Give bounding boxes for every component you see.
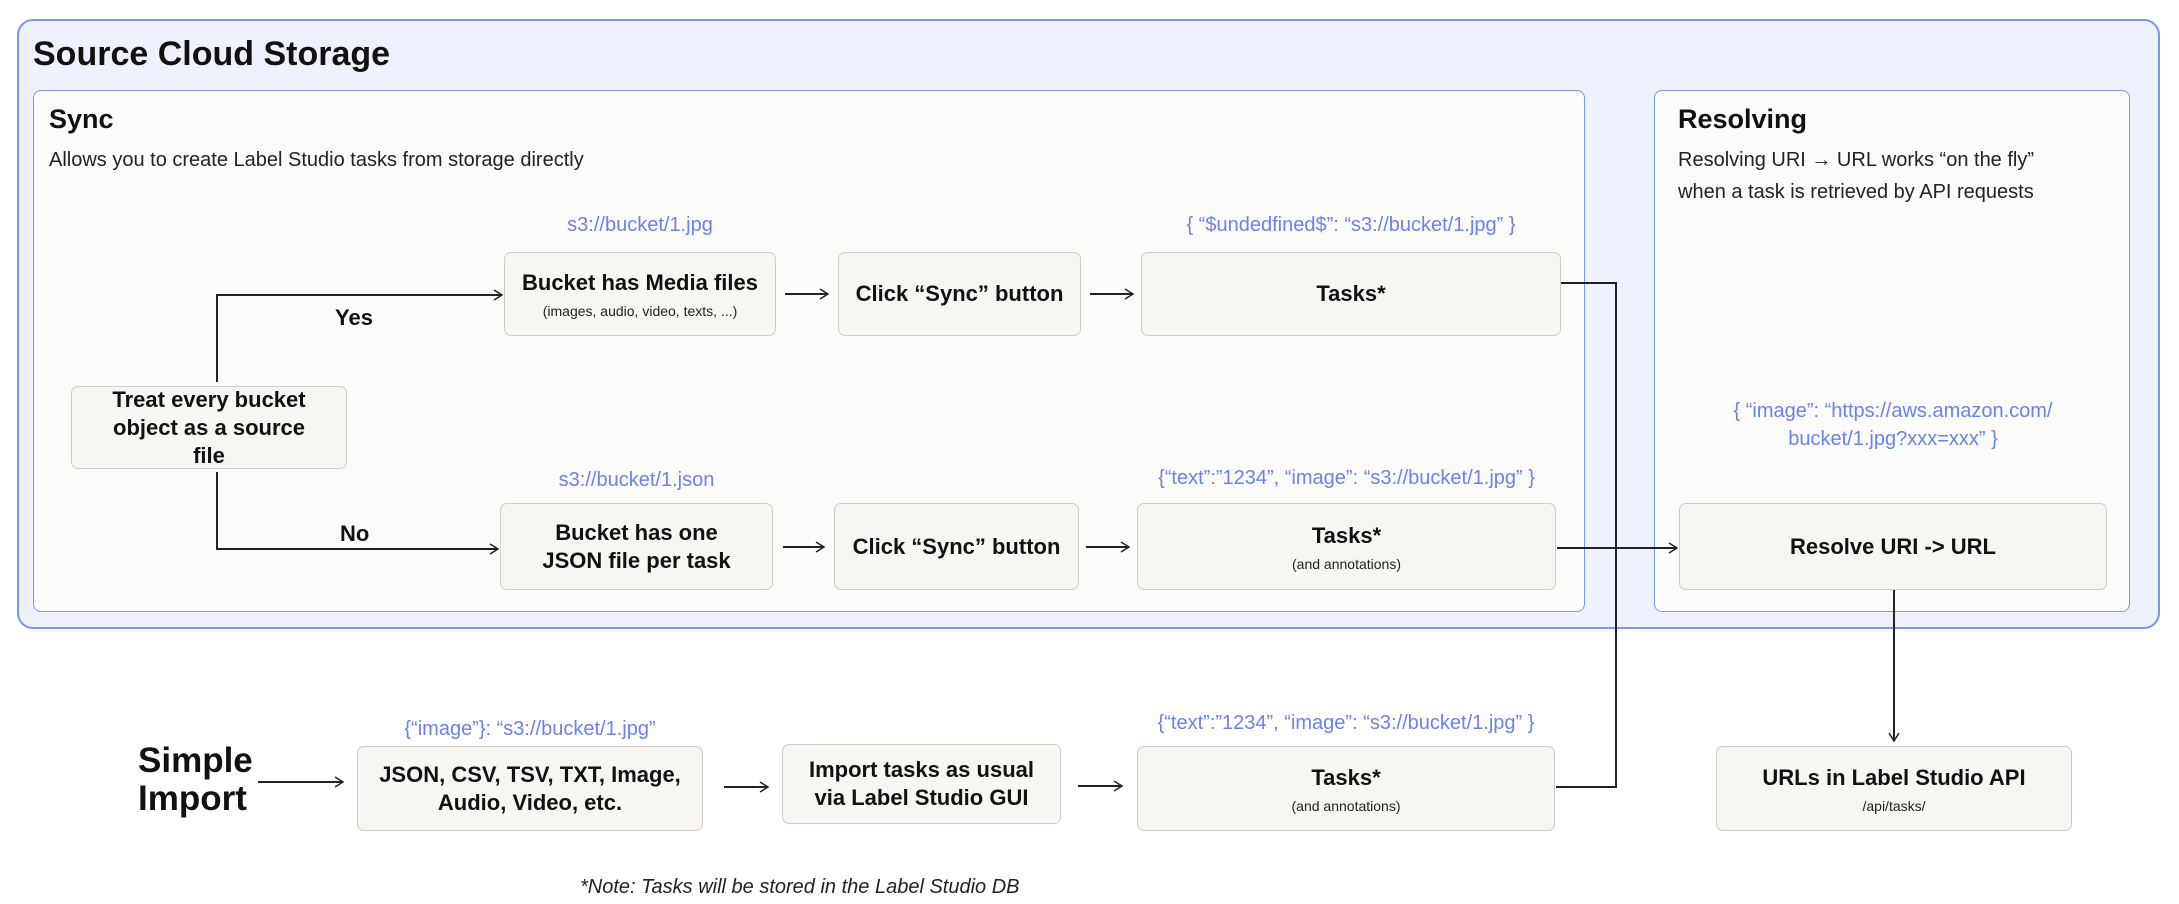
- source-cloud-storage-title: Source Cloud Storage: [33, 35, 391, 73]
- tasks-to-import-connector: [1556, 282, 1617, 788]
- tasks-sub: (and annotations): [1292, 555, 1401, 572]
- decision-box: Treat every bucket object as a source fi…: [71, 386, 347, 469]
- resolve-text: Resolve URI -> URL: [1790, 533, 1996, 559]
- tasks-sub: (and annotations): [1291, 797, 1401, 814]
- formats-text: JSON, CSV, TSV, TXT, Image, Audio, Video…: [379, 761, 681, 815]
- yes-label: Yes: [335, 305, 373, 330]
- resolving-line2: when a task is retrieved by API requests: [1678, 181, 2034, 203]
- import-text: Import tasks as usual via Label Studio G…: [809, 757, 1034, 810]
- api-title: URLs in Label Studio API: [1762, 764, 2026, 790]
- tasks-title: Tasks*: [1311, 764, 1381, 790]
- no-connector: [216, 472, 498, 549]
- tasks-box-3: Tasks* (and annotations): [1137, 746, 1555, 831]
- yes-tasks-json: { “$undedfined$”: “s3://bucket/1.jpg” }: [1186, 214, 1516, 236]
- sync-button-text: Click “Sync” button: [852, 533, 1061, 559]
- storage-note: *Note: Tasks will be stored in the Label…: [580, 876, 1020, 898]
- resolving-line1: Resolving URI → URL works “on the fly”: [1678, 149, 2035, 171]
- formats-json: {“image”}: “s3://bucket/1.jpg”: [404, 718, 656, 740]
- api-box: URLs in Label Studio API /api/tasks/: [1716, 746, 2072, 831]
- simple-import-title: Simple Import: [138, 742, 253, 818]
- tasks-box-1: Tasks*: [1141, 252, 1561, 336]
- bucket-json-title: Bucket has one JSON file per task: [542, 519, 731, 573]
- tasks-box-2: Tasks* (and annotations): [1137, 503, 1556, 590]
- resolved-json-line1: { “image”: “https://aws.amazon.com/: [1733, 400, 2053, 422]
- bucket-media-sub: (images, audio, video, texts, ...): [542, 303, 738, 319]
- no-label: No: [340, 521, 370, 546]
- tasks-title: Tasks*: [1311, 522, 1382, 548]
- sync-subtitle: Allows you to create Label Studio tasks …: [49, 149, 584, 171]
- sync-button-text: Click “Sync” button: [855, 281, 1064, 306]
- yes-uri: s3://bucket/1.jpg: [567, 214, 713, 236]
- no-uri: s3://bucket/1.json: [558, 469, 715, 491]
- bucket-json-box: Bucket has one JSON file per task: [500, 503, 773, 590]
- yes-connector: [216, 295, 502, 382]
- import-box: Import tasks as usual via Label Studio G…: [782, 744, 1061, 824]
- sync-button-box-2: Click “Sync” button: [834, 503, 1079, 590]
- tasks-title: Tasks*: [1316, 281, 1386, 306]
- sync-button-box-1: Click “Sync” button: [838, 252, 1081, 336]
- api-path: /api/tasks/: [1862, 797, 1926, 814]
- resolve-box: Resolve URI -> URL: [1679, 503, 2107, 590]
- decision-text: Treat every bucket object as a source fi…: [112, 386, 306, 468]
- sync-title: Sync: [49, 104, 114, 134]
- simple-import-line1: Simple: [138, 741, 253, 780]
- bucket-media-title: Bucket has Media files: [522, 270, 758, 295]
- resolved-json-line2: bucket/1.jpg?xxx=xxx” }: [1788, 428, 1998, 450]
- bucket-media-box: Bucket has Media files (images, audio, v…: [504, 252, 776, 336]
- no-tasks-json: {“text”:”1234”, “image”: “s3://bucket/1.…: [1158, 467, 1535, 489]
- import-tasks-json: {“text”:”1234”, “image”: “s3://bucket/1.…: [1157, 712, 1535, 734]
- formats-box: JSON, CSV, TSV, TXT, Image, Audio, Video…: [357, 746, 703, 831]
- simple-import-line2: Import: [138, 779, 247, 818]
- resolving-title: Resolving: [1678, 104, 1808, 134]
